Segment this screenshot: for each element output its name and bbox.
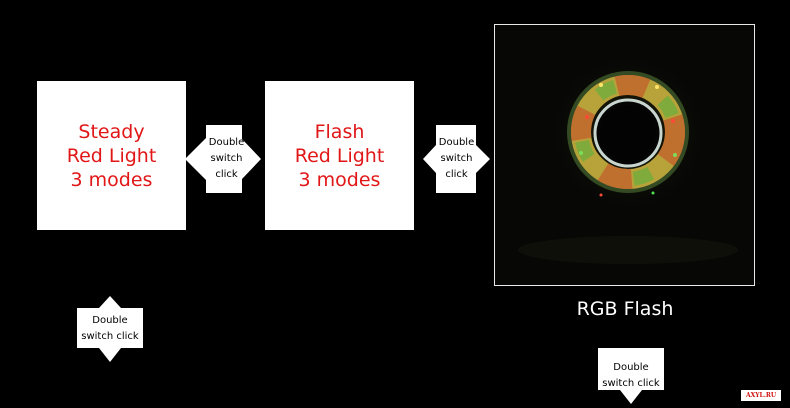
rgb-flash-caption: RGB Flash: [576, 298, 674, 320]
double-switch-click-label-bottom-left: Double switch click: [81, 315, 139, 342]
double-arrow-icon: [423, 125, 490, 193]
flash-red-light-label: Flash Red Light 3 modes: [294, 120, 385, 191]
rgb-flash-photo: [494, 24, 755, 286]
double-switch-click-arrow-bottom-right: Double switch click: [598, 340, 664, 404]
double-switch-click-arrow-2: Double switch click: [423, 125, 490, 193]
watermark-logo: AXYL.RU: [741, 390, 781, 401]
flash-red-light-box: Flash Red Light 3 modes: [265, 81, 414, 230]
vertical-double-arrow-icon: [77, 296, 143, 362]
steady-red-light-label: Steady Red Light 3 modes: [66, 120, 157, 191]
right-arrow-icon: [206, 125, 261, 193]
double-switch-click-arrow-1-right: Double switch click: [206, 125, 261, 193]
double-switch-click-label-bottom-right: Double switch click: [602, 362, 660, 389]
double-switch-click-arrow-bottom-left: Double switch click: [77, 296, 143, 362]
down-arrow-icon: [598, 348, 664, 404]
steady-red-light-box: Steady Red Light 3 modes: [37, 81, 186, 230]
rgb-ring-light-image: [495, 25, 754, 285]
double-switch-click-label-1: Double switch click: [208, 137, 245, 180]
double-switch-click-label-2: Double switch click: [438, 137, 475, 180]
